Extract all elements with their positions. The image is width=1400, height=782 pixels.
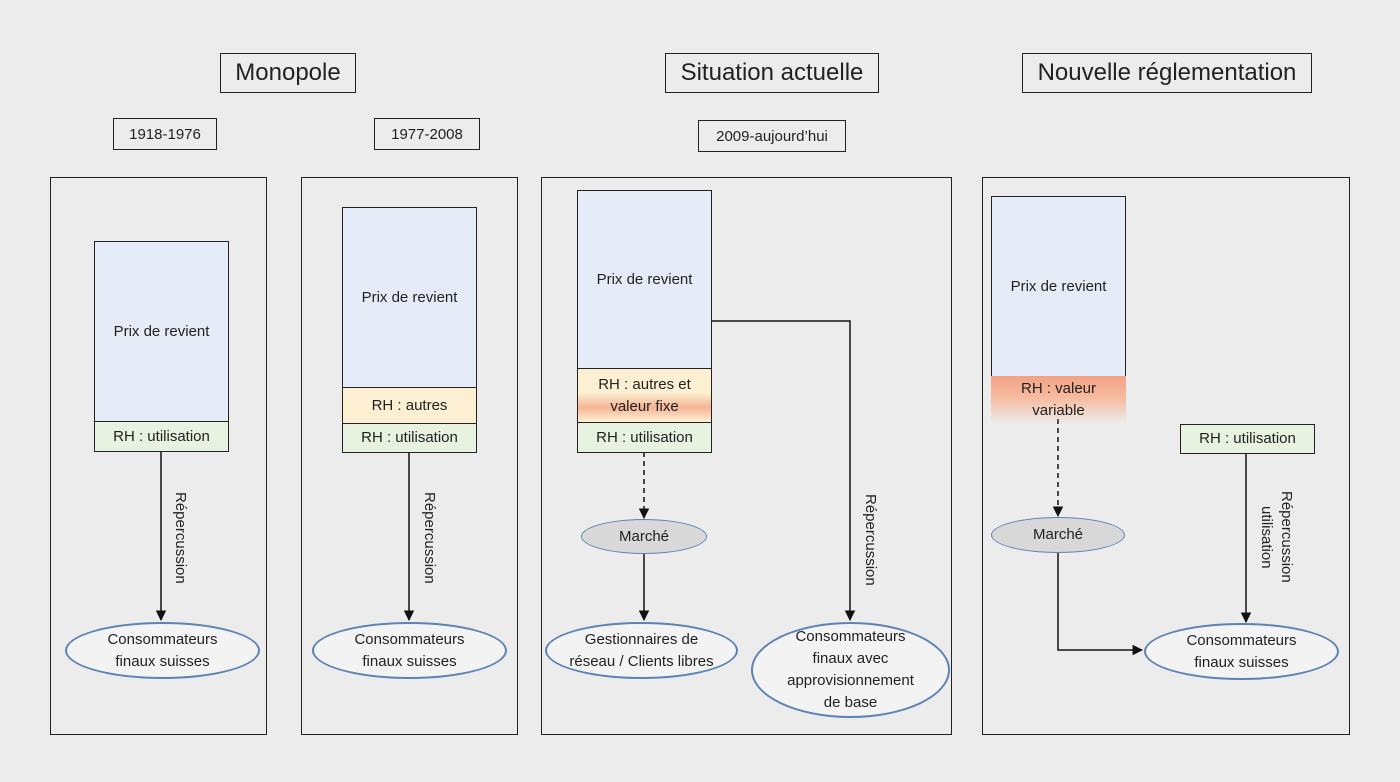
panel4-cost-box: Prix de revient xyxy=(991,196,1126,377)
panel4-consumers-label: Consommateurs finaux suisses xyxy=(1186,631,1297,671)
panel2-rh-other-label: RH : autres xyxy=(371,396,448,414)
panel3-market-label: Marché xyxy=(618,527,670,545)
panel1-rh-use-label: RH : utilisation xyxy=(113,427,210,445)
panel3-rh-use-box: RH : utilisation xyxy=(577,422,712,453)
panel4-market-ellipse: Marché xyxy=(991,517,1125,553)
panel2-rh-other-box: RH : autres xyxy=(342,387,477,424)
period-2009-today: 2009-aujourd’hui xyxy=(698,120,846,152)
panel1-arrow-label: Répercussion xyxy=(172,492,189,584)
panel3-managers-label: Gestionnaires de réseau / Clients libres xyxy=(569,630,714,670)
period-1918-1976: 1918-1976 xyxy=(113,118,217,150)
panel3-consumers-base-ellipse: Consommateurs finaux avec approvisionnem… xyxy=(751,622,950,718)
panel4-consumers-ellipse: Consommateurs finaux suisses xyxy=(1144,623,1339,680)
panel3-cost-box: Prix de revient xyxy=(577,190,712,369)
period-1977-2008: 1977-2008 xyxy=(374,118,480,150)
panel-1977-2008 xyxy=(301,177,518,735)
title-monopole-text: Monopole xyxy=(235,59,341,86)
panel3-rh-other-fixed-label: RH : autres et valeur fixe xyxy=(598,375,691,415)
panel3-managers-ellipse: Gestionnaires de réseau / Clients libres xyxy=(545,622,738,679)
panel2-rh-use-box: RH : utilisation xyxy=(342,423,477,453)
arrow-panel4-market-to-consumers xyxy=(1057,552,1144,656)
panel4-rh-use-box: RH : utilisation xyxy=(1180,424,1315,454)
period-1-text: 1918-1976 xyxy=(129,125,201,143)
panel-nouvelle-reglementation xyxy=(982,177,1350,735)
title-nouvelle-reglementation: Nouvelle réglementation xyxy=(1022,53,1312,93)
arrow-panel3-repercussion xyxy=(712,320,856,622)
panel-situation-actuelle xyxy=(541,177,952,735)
panel3-rh-use-label: RH : utilisation xyxy=(596,428,693,446)
panel2-consumers-ellipse: Consommateurs finaux suisses xyxy=(312,622,507,679)
period-3-text: 2009-aujourd’hui xyxy=(716,127,828,145)
panel3-rh-other-fixed-box: RH : autres et valeur fixe xyxy=(577,368,712,423)
panel4-market-label: Marché xyxy=(1032,526,1084,543)
period-2-text: 1977-2008 xyxy=(391,125,463,143)
title-actuelle-text: Situation actuelle xyxy=(680,59,864,86)
title-situation-actuelle: Situation actuelle xyxy=(665,53,879,93)
title-nouvelle-text: Nouvelle réglementation xyxy=(1037,59,1297,86)
panel4-rh-variable-box: RH : valeur variable xyxy=(991,376,1126,424)
panel3-consumers-base-label: Consommateurs finaux avec approvisionnem… xyxy=(787,628,914,711)
panel3-cost-label: Prix de revient xyxy=(596,270,693,288)
panel1-consumers-label: Consommateurs finaux suisses xyxy=(107,630,218,670)
panel2-rh-use-label: RH : utilisation xyxy=(361,429,458,446)
panel3-arrow-label: Répercussion xyxy=(862,494,879,586)
panel1-rh-use-box: RH : utilisation xyxy=(94,421,229,452)
panel4-rh-use-label: RH : utilisation xyxy=(1199,430,1296,447)
panel2-arrow-label: Répercussion xyxy=(421,492,438,584)
panel-1918-1976 xyxy=(50,177,267,735)
panel4-arrow-label: Répercussion utilisation xyxy=(1258,491,1295,583)
panel3-market-ellipse: Marché xyxy=(581,519,707,554)
panel1-cost-label: Prix de revient xyxy=(113,322,210,340)
panel4-cost-label: Prix de revient xyxy=(1010,277,1107,295)
title-monopole: Monopole xyxy=(220,53,356,93)
panel1-consumers-ellipse: Consommateurs finaux suisses xyxy=(65,622,260,679)
panel2-consumers-label: Consommateurs finaux suisses xyxy=(354,630,465,670)
panel2-cost-label: Prix de revient xyxy=(361,288,458,306)
panel4-rh-variable-label: RH : valeur variable xyxy=(1020,380,1097,419)
panel2-cost-box: Prix de revient xyxy=(342,207,477,388)
panel1-cost-box: Prix de revient xyxy=(94,241,229,422)
